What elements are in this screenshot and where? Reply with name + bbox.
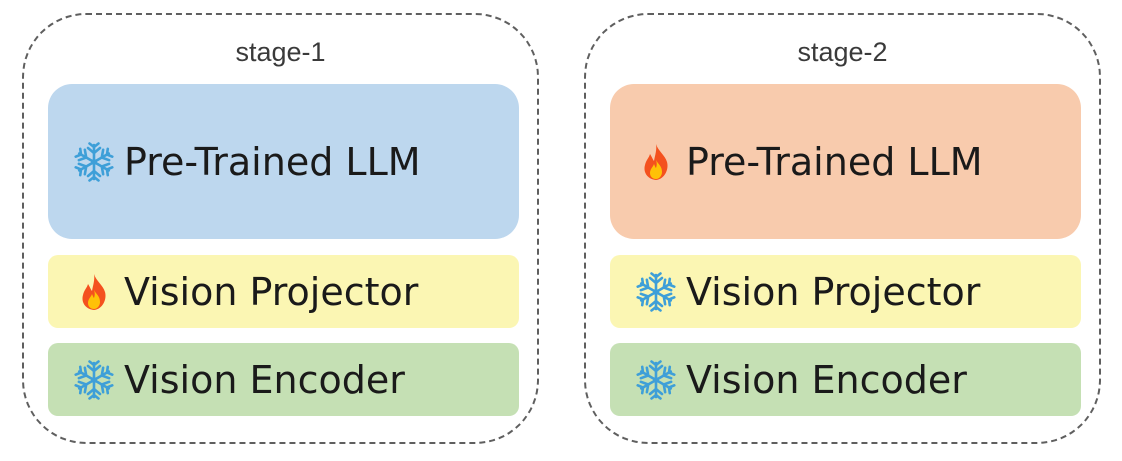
llm-label: Pre-Trained LLM xyxy=(686,139,983,184)
llm-label: Pre-Trained LLM xyxy=(124,139,421,184)
stage-1-panel: stage-1 Pre-Trained LLM Vision Projector… xyxy=(22,13,539,444)
stage-title: stage-1 xyxy=(235,37,326,67)
llm-block: Pre-Trained LLM xyxy=(610,84,1081,239)
fire-icon xyxy=(636,142,676,182)
stage-2-panel: stage-2 Pre-Trained LLM Vision Projector… xyxy=(584,13,1101,444)
vision-projector-label: Vision Projector xyxy=(124,269,419,314)
snowflake-icon xyxy=(636,271,676,312)
snowflake-icon xyxy=(636,359,676,400)
vision-encoder-label: Vision Encoder xyxy=(124,357,405,402)
snowflake-icon xyxy=(74,141,114,182)
vision-projector-block: Vision Projector xyxy=(610,255,1081,328)
snowflake-icon xyxy=(74,359,114,400)
vision-projector-block: Vision Projector xyxy=(48,255,519,328)
vision-projector-label: Vision Projector xyxy=(686,269,981,314)
vision-encoder-label: Vision Encoder xyxy=(686,357,967,402)
vision-encoder-block: Vision Encoder xyxy=(610,343,1081,416)
stage-title: stage-2 xyxy=(797,37,888,67)
fire-icon xyxy=(74,272,114,312)
vision-encoder-block: Vision Encoder xyxy=(48,343,519,416)
llm-block: Pre-Trained LLM xyxy=(48,84,519,239)
